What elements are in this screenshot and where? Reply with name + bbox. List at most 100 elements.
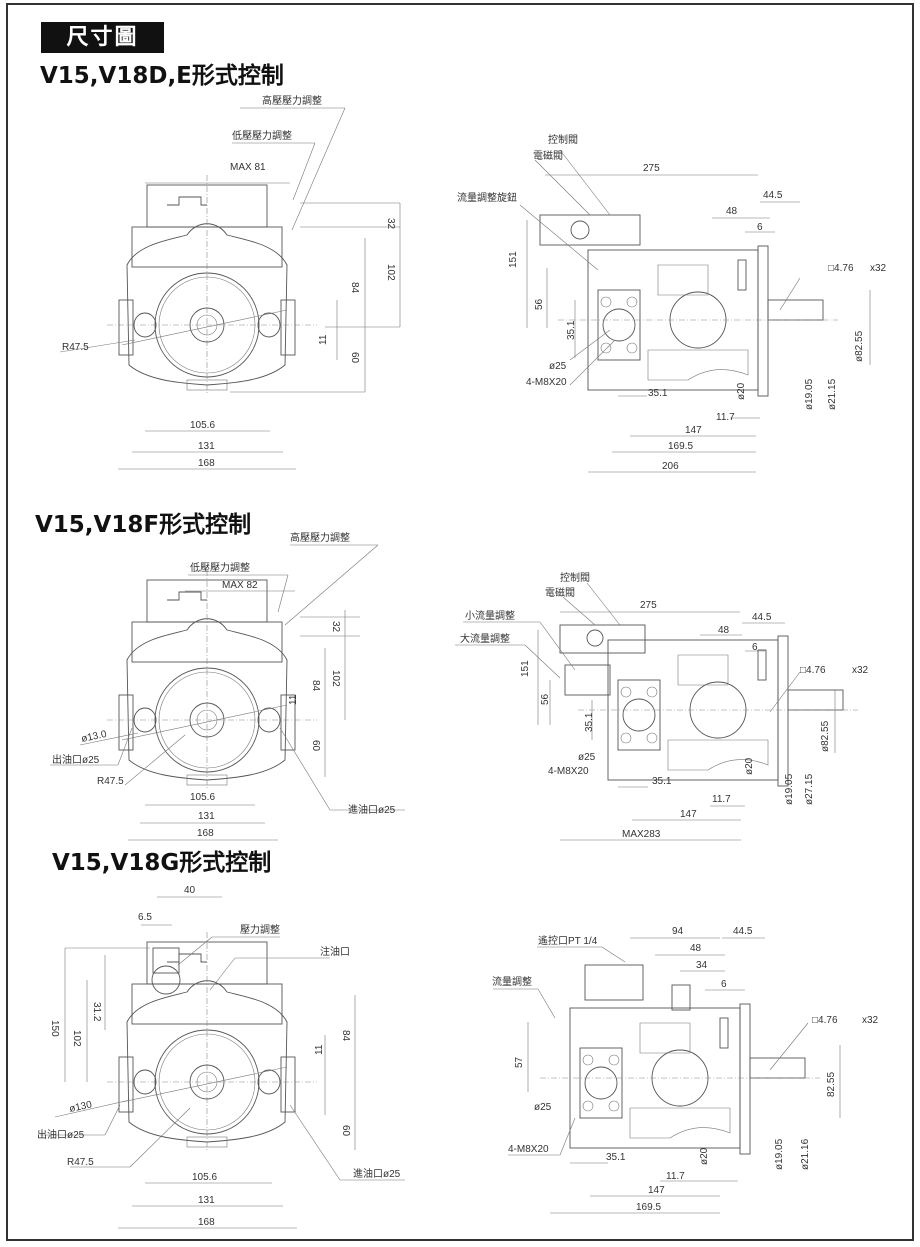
label-inlet-g: 進油口ø25 bbox=[353, 1167, 401, 1180]
label-key: □4.76 bbox=[828, 263, 854, 274]
label-bore-g: ø25 bbox=[534, 1102, 552, 1113]
dim-11-g: 11 bbox=[314, 1044, 325, 1055]
dim-206: 206 bbox=[662, 461, 679, 472]
header-badge: 尺寸圖 bbox=[41, 22, 164, 53]
label-bore: ø25 bbox=[549, 361, 567, 372]
dim-102-f: 102 bbox=[330, 670, 341, 687]
dim-131: 131 bbox=[198, 441, 215, 452]
label-fill-port: 注油口 bbox=[320, 945, 350, 958]
dim-d82-55-f: ø82.55 bbox=[820, 720, 831, 752]
dim-84-f: 84 bbox=[310, 680, 321, 692]
side-view-de: 控制閥 電磁閥 流量調整旋鈕 275 44.5 48 6 □4.76 x32 1… bbox=[457, 133, 887, 473]
label-low-pressure-f: 低壓壓力調整 bbox=[190, 561, 250, 574]
label-key-len-g: x32 bbox=[862, 1015, 879, 1026]
dim-35-1-h-g: 35.1 bbox=[606, 1152, 626, 1163]
dim-32-f: 32 bbox=[330, 621, 341, 633]
label-radius: R47.5 bbox=[62, 342, 89, 353]
front-view-g: 40 6.5 壓力調整 注油口 150 102 31.2 84 60 11 ø1… bbox=[37, 885, 405, 1229]
label-bolt-circle-g: ø130 bbox=[68, 1099, 93, 1115]
dim-151-f: 151 bbox=[520, 660, 531, 677]
dim-105-6-f: 105.6 bbox=[190, 792, 215, 803]
dim-35-1-h: 35.1 bbox=[648, 388, 668, 399]
label-max: MAX 81 bbox=[230, 162, 266, 173]
label-large-flow: 大流量調整 bbox=[460, 632, 510, 645]
dim-35-1-v: 35.1 bbox=[566, 320, 577, 340]
dim-168-g: 168 bbox=[198, 1217, 215, 1228]
dim-48-f: 48 bbox=[718, 625, 730, 636]
dim-44-5-g: 44.5 bbox=[733, 926, 753, 937]
dim-6-g: 6 bbox=[721, 979, 727, 990]
dim-34: 34 bbox=[696, 960, 708, 971]
dim-131-g: 131 bbox=[198, 1195, 215, 1206]
dim-147-g: 147 bbox=[648, 1185, 665, 1196]
dim-35-1-v-f: 35.1 bbox=[584, 712, 595, 732]
dim-11-7: 11.7 bbox=[716, 412, 735, 423]
dim-60-g: 60 bbox=[340, 1125, 351, 1137]
dim-105-6: 105.6 bbox=[190, 420, 215, 431]
label-bolt-circle-f: ø13.0 bbox=[80, 729, 108, 745]
label-control-valve-f: 控制閥 bbox=[560, 571, 590, 584]
dim-d19-05-g: ø19.05 bbox=[774, 1138, 785, 1170]
dim-d21-15: ø21.15 bbox=[827, 378, 838, 410]
label-small-flow: 小流量調整 bbox=[465, 609, 515, 622]
label-radius-f: R47.5 bbox=[97, 776, 124, 787]
dim-60: 60 bbox=[349, 352, 360, 364]
dim-84-g: 84 bbox=[340, 1030, 351, 1042]
dim-82-55-g: 82.55 bbox=[826, 1072, 837, 1097]
label-key-len-f: x32 bbox=[852, 665, 869, 676]
label-bolts-f: 4-M8X20 bbox=[548, 766, 589, 777]
dim-11: 11 bbox=[318, 334, 329, 345]
dim-11-7-f: 11.7 bbox=[712, 794, 731, 805]
dim-max283: MAX283 bbox=[622, 829, 661, 840]
dim-35-1-h-f: 35.1 bbox=[652, 776, 672, 787]
dim-31-2: 31.2 bbox=[91, 1002, 102, 1022]
label-bolts: 4-M8X20 bbox=[526, 377, 567, 388]
label-solenoid-valve-f: 電磁閥 bbox=[545, 586, 575, 599]
dim-d20: ø20 bbox=[736, 382, 747, 400]
dim-56: 56 bbox=[534, 298, 545, 310]
front-view-f: 高壓壓力調整 低壓壓力調整 MAX 82 ø13.0 出油口ø25 R47.5 … bbox=[50, 531, 405, 841]
dim-94: 94 bbox=[672, 926, 684, 937]
dim-102-g: 102 bbox=[71, 1030, 82, 1047]
dim-168: 168 bbox=[198, 458, 215, 469]
side-view-f: 控制閥 電磁閥 小流量調整 大流量調整 275 44.5 48 6 □4.76 … bbox=[455, 571, 869, 841]
dim-131-f: 131 bbox=[198, 811, 215, 822]
dim-d27-15-f: ø27.15 bbox=[804, 773, 815, 805]
dim-44-5-f: 44.5 bbox=[752, 612, 772, 623]
dim-147: 147 bbox=[685, 425, 702, 436]
dim-275: 275 bbox=[643, 163, 660, 174]
label-pressure-adj: 壓力調整 bbox=[240, 923, 280, 936]
dim-151: 151 bbox=[508, 251, 519, 268]
section-title-g: V15,V18G形式控制 bbox=[52, 850, 272, 876]
dim-57: 57 bbox=[514, 1056, 525, 1068]
dim-48-g: 48 bbox=[690, 943, 702, 954]
dim-d82-55: ø82.55 bbox=[854, 330, 865, 362]
front-view-de: 高壓壓力調整 低壓壓力調整 MAX 81 R47.5 32 102 84 60 … bbox=[59, 94, 401, 470]
label-high-pressure: 高壓壓力調整 bbox=[262, 94, 322, 107]
dim-32: 32 bbox=[385, 218, 396, 230]
dim-169-5-g: 169.5 bbox=[636, 1202, 661, 1213]
label-low-pressure: 低壓壓力調整 bbox=[232, 129, 292, 142]
dim-56-f: 56 bbox=[540, 693, 551, 705]
label-key-g: □4.76 bbox=[812, 1015, 838, 1026]
label-high-pressure-f: 高壓壓力調整 bbox=[290, 531, 350, 544]
dim-6-f: 6 bbox=[752, 642, 758, 653]
dim-11-7-g: 11.7 bbox=[666, 1171, 685, 1182]
dim-6-5: 6.5 bbox=[138, 912, 152, 923]
dim-11-f: 11 bbox=[288, 694, 299, 705]
label-outlet-g: 出油口ø25 bbox=[37, 1128, 85, 1141]
dim-d20-g: ø20 bbox=[699, 1147, 710, 1165]
dim-48: 48 bbox=[726, 206, 738, 217]
label-outlet-f: 出油口ø25 bbox=[52, 753, 100, 766]
dim-169-5: 169.5 bbox=[668, 441, 693, 452]
dim-168-f: 168 bbox=[197, 828, 214, 839]
dim-84: 84 bbox=[349, 282, 360, 294]
dim-44-5: 44.5 bbox=[763, 190, 783, 201]
label-key-len: x32 bbox=[870, 263, 887, 274]
label-bore-f: ø25 bbox=[578, 752, 596, 763]
dim-60-f: 60 bbox=[310, 740, 321, 752]
label-radius-g: R47.5 bbox=[67, 1157, 94, 1168]
dim-40: 40 bbox=[184, 885, 196, 896]
side-view-g: 94 44.5 遙控口PT 1/4 48 34 6 流量調整 □4.76 x32… bbox=[492, 926, 879, 1214]
